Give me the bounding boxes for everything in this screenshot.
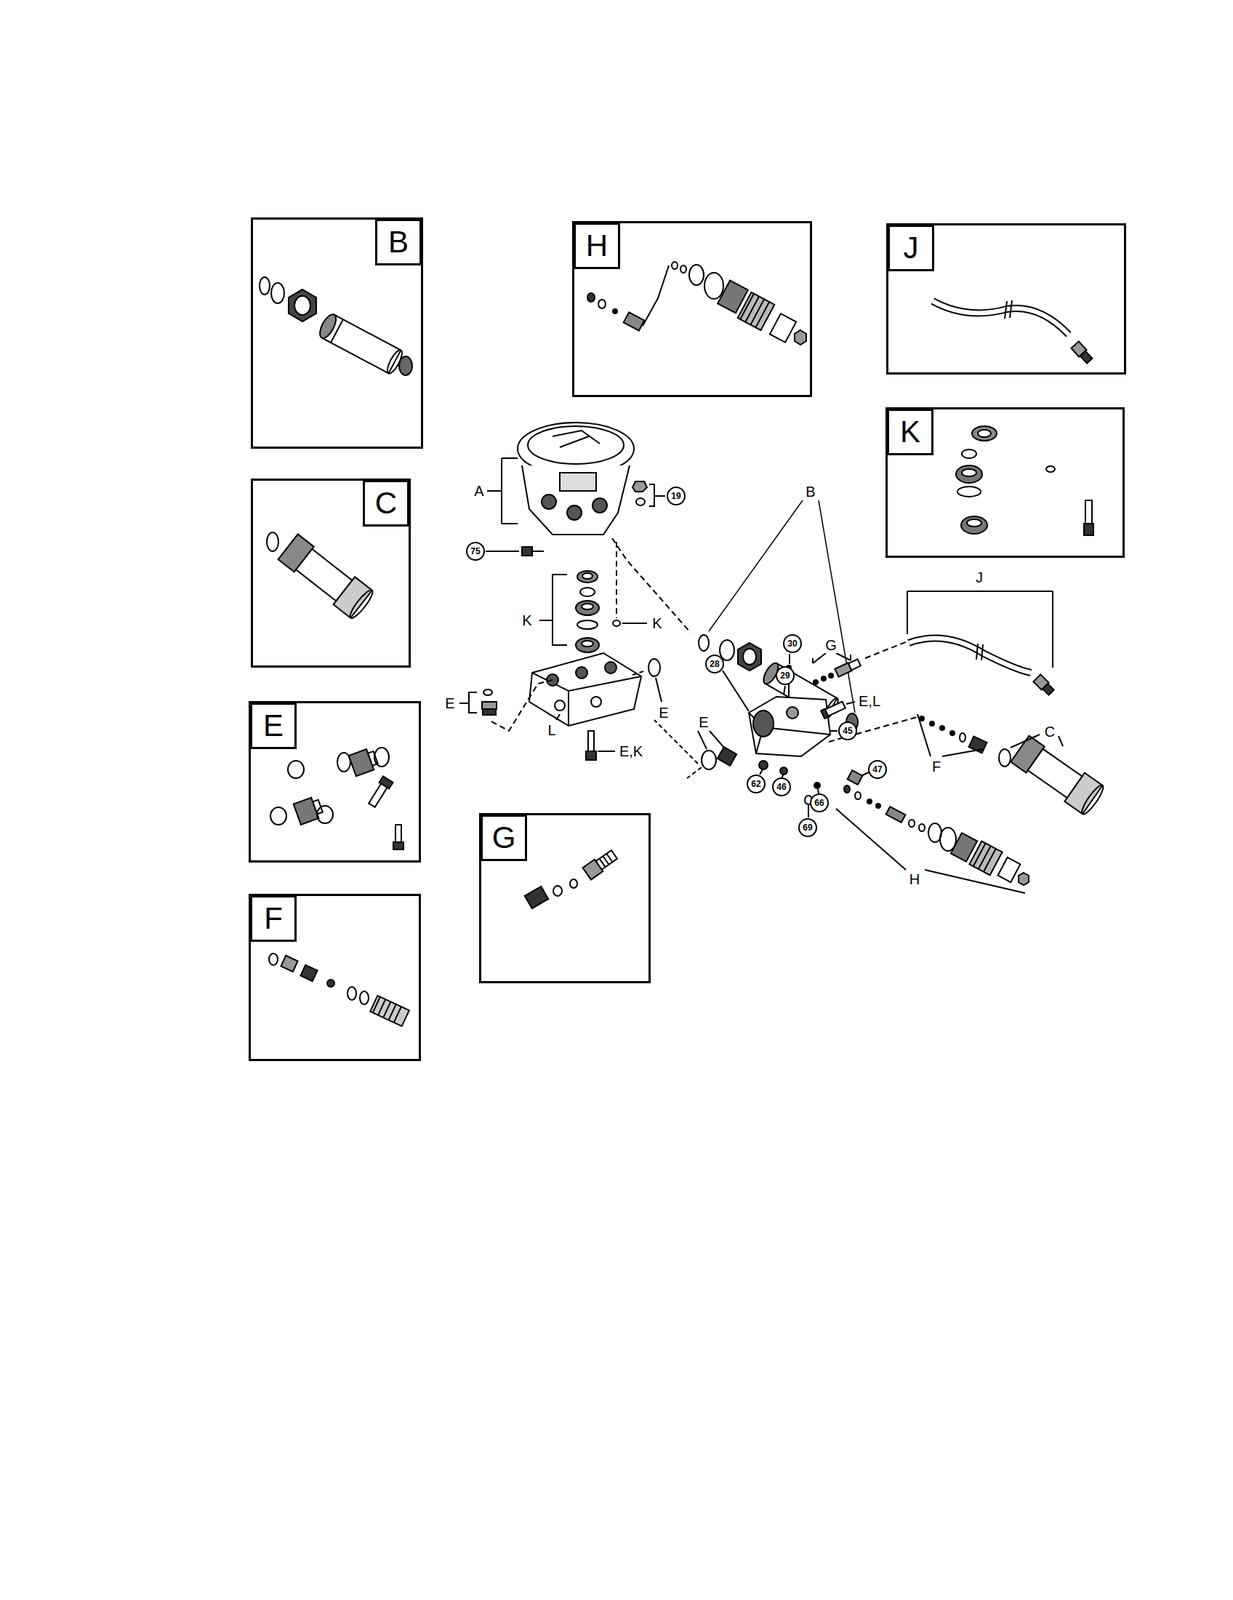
part-label: E [443,695,456,712]
callout-text: 19 [671,491,681,501]
panel-letter: E [250,702,297,749]
part-label: J [974,569,985,586]
callout-number: 47 [868,759,887,779]
detail-panel: K [885,407,1125,558]
callout-number: 30 [782,633,802,653]
detail-panel: B [250,217,424,449]
callout-text: 28 [709,659,720,669]
callout-text: 30 [787,639,797,648]
part-label: E [657,704,670,721]
panel-letter: F [250,894,297,942]
panel-letter: B [375,218,422,266]
callout-text: 69 [802,822,813,832]
part-label: E,K [617,742,645,759]
part-label: C [1043,723,1057,740]
callout-text: 47 [872,764,882,774]
panel-letter: K [886,408,934,456]
panel-letter: G [480,814,528,861]
callout-text: 46 [776,782,786,791]
callout-number: 66 [809,793,829,813]
detail-panel: H [572,221,813,397]
callout-number: 19 [666,486,686,506]
callout-number: 62 [746,774,766,794]
part-label: F [930,758,943,775]
part-label: K [520,612,533,629]
part-label: E [697,713,710,730]
callout-number: 28 [705,654,725,674]
callout-text: 29 [780,671,790,680]
callout-number: 75 [466,541,485,561]
callout-text: 66 [814,798,824,807]
callout-number: 69 [798,817,818,837]
part-label: B [804,483,817,500]
detail-panel: F [248,893,421,1061]
callout-number: 29 [775,665,795,685]
part-label: E,L [857,692,882,709]
part-label: G [823,636,839,653]
panel-letter: C [362,479,410,527]
callout-text: 45 [842,726,853,736]
callout-number: 46 [772,777,791,797]
panel-letter: H [573,222,621,269]
part-label: K [650,615,664,632]
part-label: L [545,721,557,738]
detail-panel: J [886,223,1127,375]
detail-panel: G [479,812,651,983]
panel-letter: J [887,224,935,272]
callout-number: 45 [838,721,858,741]
callout-text: 62 [750,779,761,789]
part-label: A [472,482,485,499]
part-label: H [908,870,922,887]
callout-text: 75 [470,546,480,556]
detail-panel: E [248,700,421,863]
detail-panel: C [250,478,411,668]
